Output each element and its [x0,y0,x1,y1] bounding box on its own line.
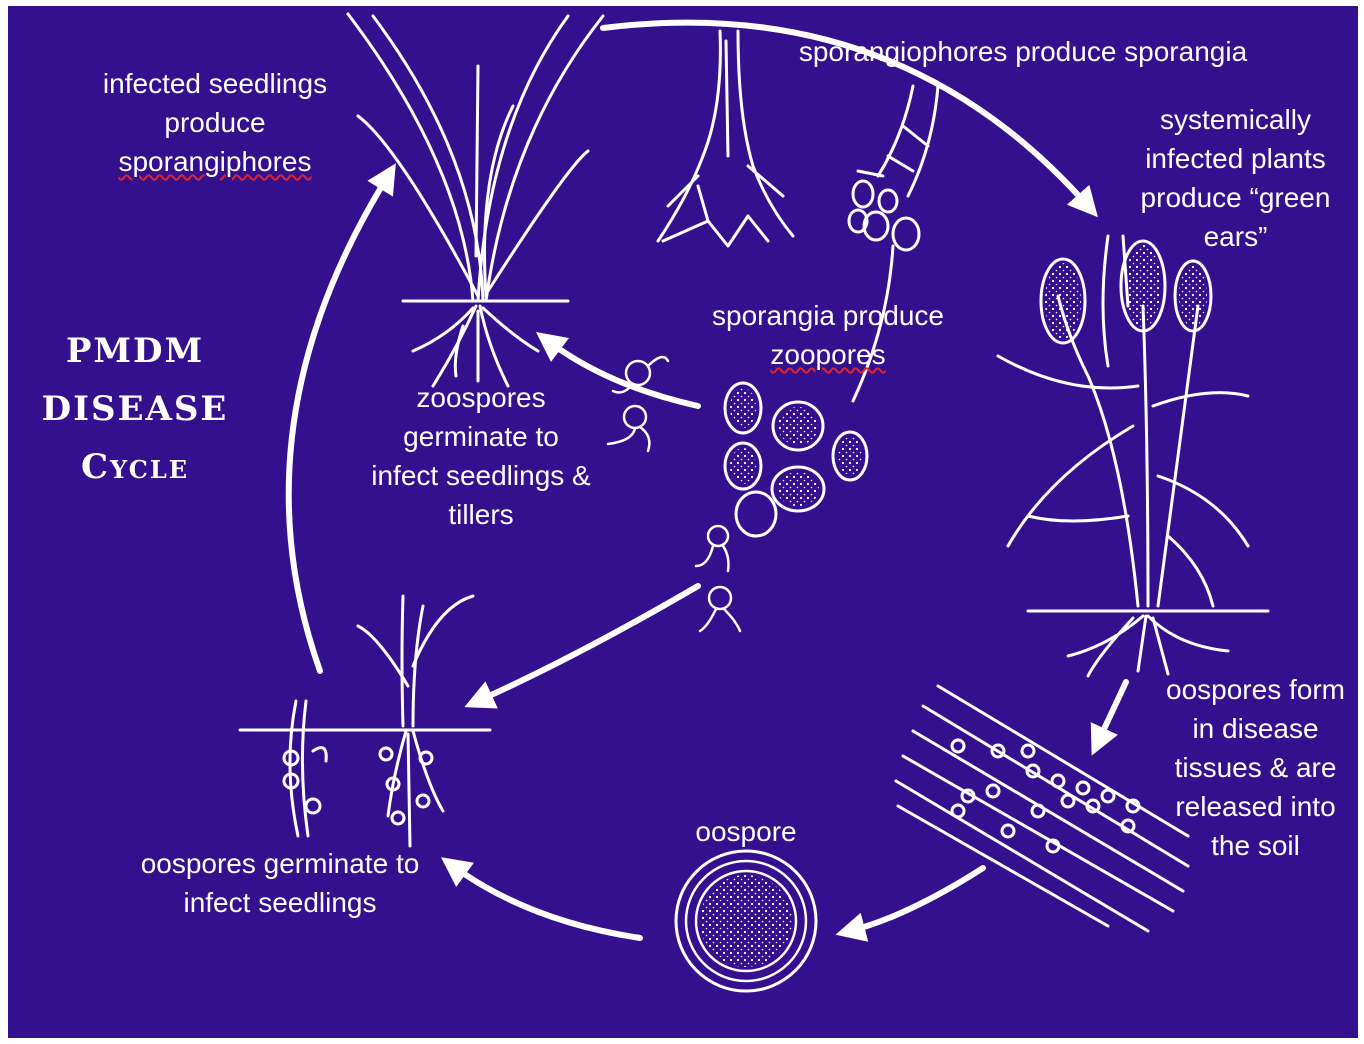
label-line: the soil [1153,826,1358,865]
label-systemically-infected: systemically infected plants produce “gr… [1118,100,1353,256]
title-line-3: Cycle [22,438,248,496]
label-line: infected seedlings [80,64,350,103]
label-line: systemically [1118,100,1353,139]
label-line: oospore [676,812,816,851]
label-oospores-form: oospores form in disease tissues & are r… [1153,670,1358,865]
label-line: tissues & are [1153,748,1358,787]
arrow-to-oospores-germinate [453,866,640,938]
title-line-2: DISEASE [22,380,248,438]
label-zoospores-germinate: zoospores germinate to infect seedlings … [356,378,606,534]
label-line: infected plants [1118,139,1353,178]
label-line: released into [1153,787,1358,826]
label-line: produce “green [1118,178,1353,217]
infected-seedling-plant-icon [348,14,603,386]
label-line: infect seedlings [110,883,450,922]
label-line: oospores form [1153,670,1358,709]
label-line: infect seedlings & [356,456,606,495]
label-line: zoopores [688,335,968,374]
label-line: sporangia produce [688,296,968,335]
label-line: oospores germinate to [110,844,450,883]
slide: PMDM DISEASE Cycle infected seedlings pr… [8,6,1358,1038]
title-line-1: PMDM [22,322,248,380]
label-line: germinate to [356,417,606,456]
label-line: tillers [356,495,606,534]
arrow-to-oospores-form [1098,682,1126,742]
label-sporangia-produce-zoopores: sporangia produce zoopores [688,296,968,374]
label-sporangiophores-produce-sporangia: sporangiophores produce sporangia [768,32,1278,71]
label-oospores-germinate: oospores germinate to infect seedlings [110,844,450,922]
label-line: sporangiphores [80,142,350,181]
arrow-to-seedling [478,586,698,701]
label-line: produce [80,103,350,142]
label-line: sporangiophores produce sporangia [768,32,1278,71]
label-line: in disease [1153,709,1358,748]
germinating-seedling-icon [240,596,490,846]
arrow-to-oospore [850,868,983,931]
label-line: ears” [1118,217,1353,256]
label-oospore: oospore [676,812,816,851]
oospore-interior [700,875,792,967]
label-line: zoospores [356,378,606,417]
label-infected-seedlings: infected seedlings produce sporangiphore… [80,64,350,181]
diagram-title: PMDM DISEASE Cycle [22,322,248,496]
